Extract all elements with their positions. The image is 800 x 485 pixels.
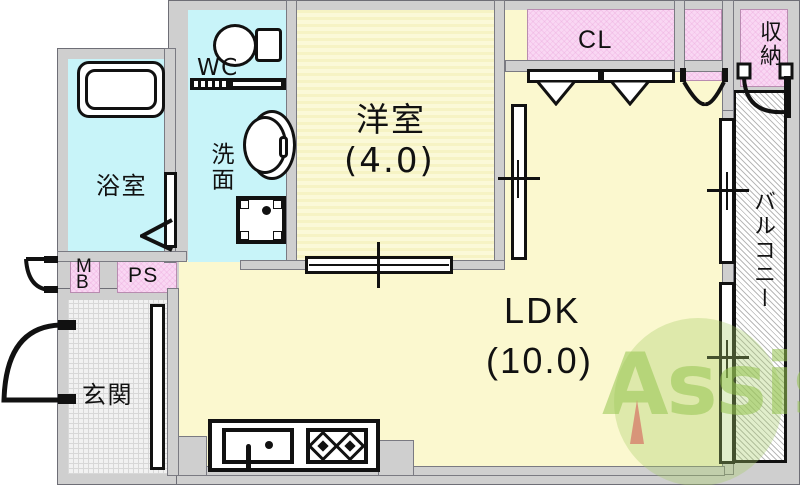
closet-door-swing-left xyxy=(534,80,578,106)
kitchen-sink-drain xyxy=(265,441,273,449)
toilet-paper-holder-rail xyxy=(232,81,282,87)
entrance-door[interactable] xyxy=(0,318,80,414)
ldk-window-lower-mark xyxy=(707,356,749,359)
label-ps: PS xyxy=(128,264,159,287)
bath-door[interactable] xyxy=(164,172,177,248)
label-ldk: LDK xyxy=(504,290,581,331)
label-cl: CL xyxy=(578,26,613,54)
label-mb-line1: M xyxy=(76,256,93,277)
label-shuno: 収納 xyxy=(756,20,781,69)
room-balcony-fill xyxy=(733,90,787,463)
storage-balcony-door[interactable] xyxy=(736,62,796,124)
ldk-window-lower-mullion xyxy=(726,340,728,378)
bath-door-swing xyxy=(140,218,173,252)
room-sliding-door-mark-v xyxy=(377,242,380,288)
label-senmen: 洗面 xyxy=(207,142,233,193)
label-wc: WC xyxy=(197,55,239,81)
washer-foot-tr xyxy=(273,200,282,209)
toilet-tank-icon xyxy=(255,28,282,62)
meter-box-door[interactable] xyxy=(22,254,74,300)
ldk-window-upper-mullion xyxy=(726,172,728,210)
label-balcony: バルコニー xyxy=(750,190,775,311)
label-bath: 浴室 xyxy=(96,172,147,200)
wall-cl-right-sep xyxy=(674,0,685,72)
ldk-window-upper-mark xyxy=(707,189,749,192)
wall-kitchen-step-2 xyxy=(378,440,414,476)
washer-foot-bl xyxy=(240,231,249,240)
label-mb-line2: B xyxy=(76,272,90,293)
wall-washitsu-right xyxy=(494,0,505,266)
small-storage-door[interactable] xyxy=(678,66,732,108)
room-window-mark-h xyxy=(498,177,540,180)
room-window-mullion xyxy=(517,160,519,198)
label-washitsu: 洋室 xyxy=(356,100,426,139)
genkan-step xyxy=(150,304,165,470)
closet-door-swing-right xyxy=(608,80,652,106)
storage-ps-fill xyxy=(117,258,177,293)
washing-machine-drain xyxy=(262,206,271,215)
toilet-paper-holder-dots xyxy=(194,81,228,87)
kitchen-stove-icon xyxy=(306,428,368,464)
bathtub-inner xyxy=(85,69,157,110)
label-ldk-area: (10.0) xyxy=(486,340,594,381)
room-window[interactable] xyxy=(511,104,527,260)
washbasin-tap xyxy=(279,136,288,158)
label-washitsu-area: (4.0) xyxy=(344,141,435,181)
wall-genkan-ldk xyxy=(167,288,179,476)
storage-cl-fill xyxy=(527,9,675,69)
wall-kitchen-step xyxy=(177,436,207,476)
kitchen-sink-icon xyxy=(222,428,294,464)
room-washitsu-fill xyxy=(297,10,494,260)
label-genkan: 玄関 xyxy=(82,381,133,409)
washer-foot-tl xyxy=(240,200,249,209)
washer-foot-br xyxy=(273,231,282,240)
kitchen-faucet-icon xyxy=(246,444,251,468)
